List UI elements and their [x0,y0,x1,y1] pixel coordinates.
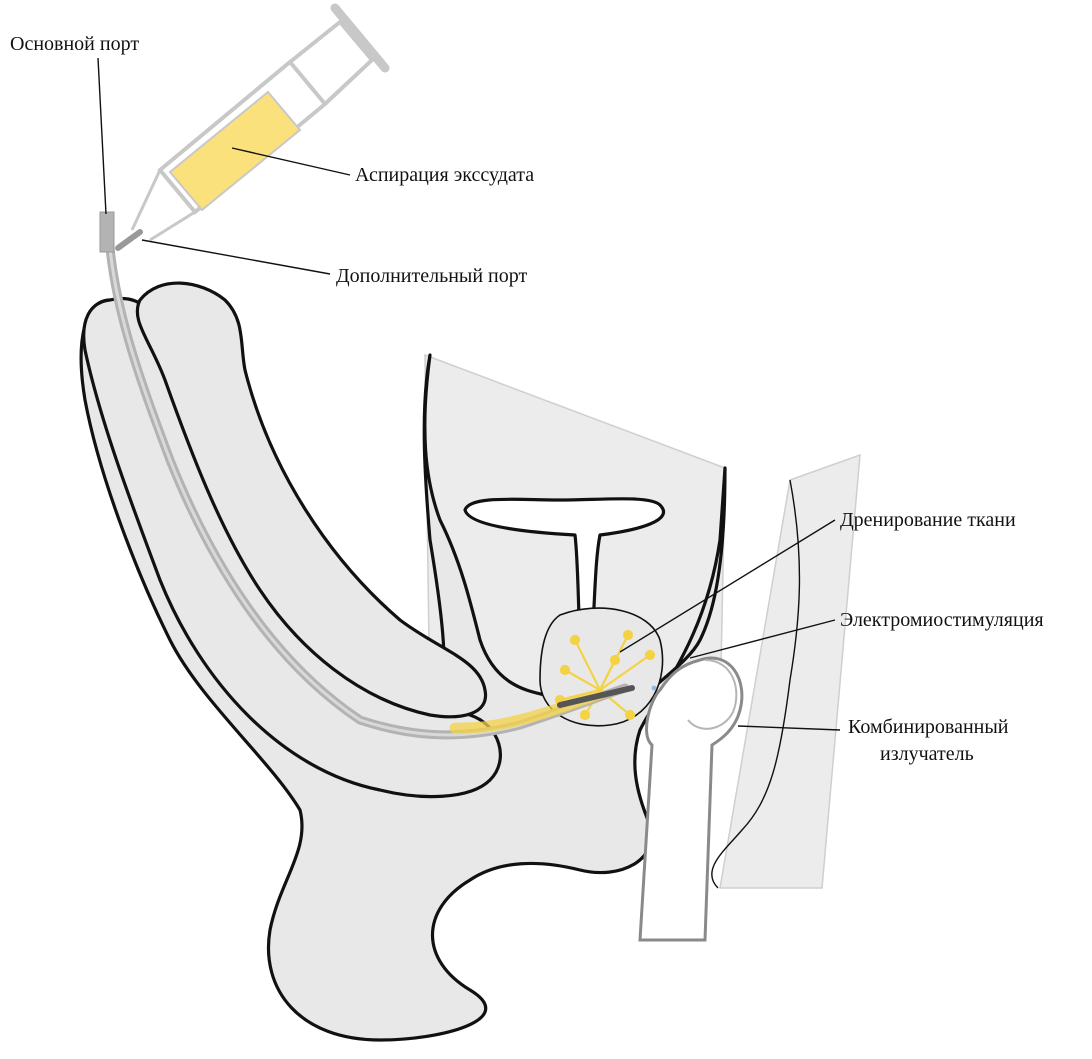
label-emitter-line2: излучатель [880,743,974,765]
combined-emitter [640,658,742,940]
syringe [132,8,385,240]
label-emitter-line1: Комбинированный [848,716,1009,738]
label-extra-port: Дополнительный порт [336,265,527,287]
label-main-port: Основной порт [10,33,139,55]
rectal-wall-panel [720,455,860,888]
main-port [100,212,114,252]
label-aspiration: Аспирация экссудата [355,164,534,186]
leader-extra-port [142,240,330,274]
label-drainage: Дренирование ткани [840,509,1016,531]
leader-main-port [98,58,106,214]
label-electromyostim: Электромиостимуляция [840,609,1044,631]
extra-port [118,232,140,248]
